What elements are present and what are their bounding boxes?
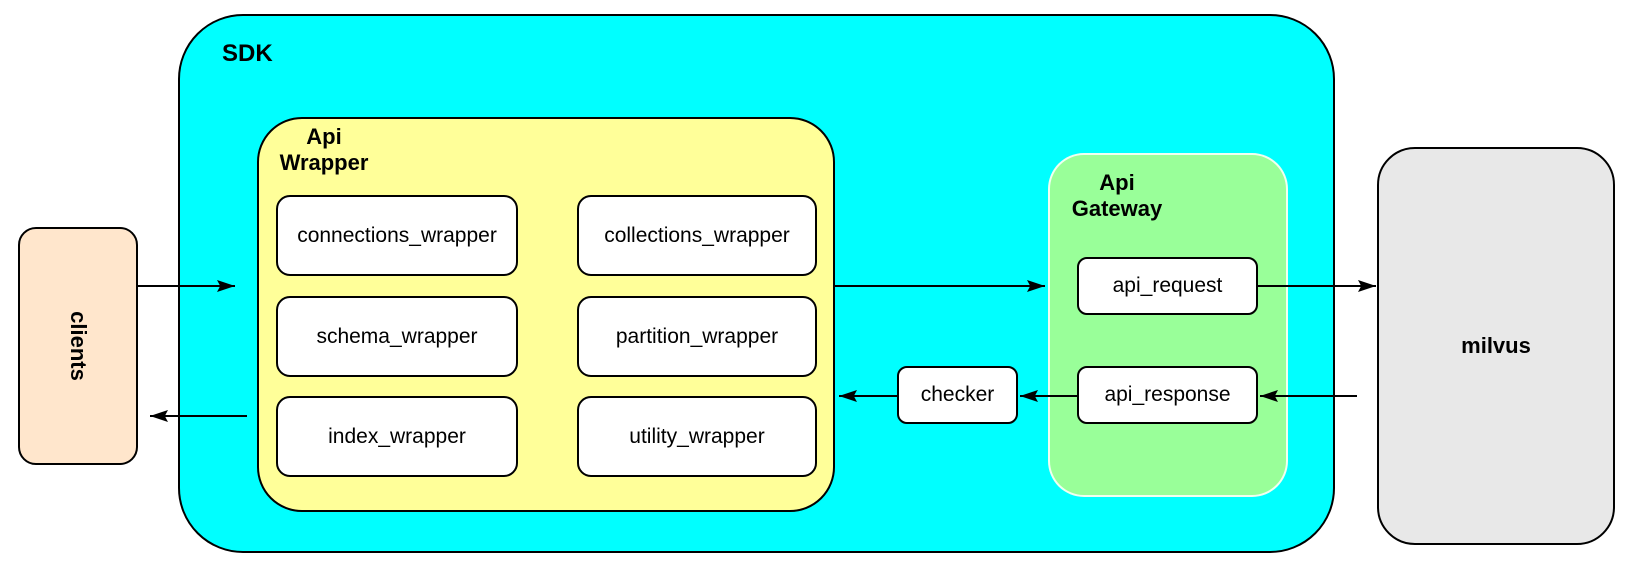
node-collections-wrapper: collections_wrapper	[577, 195, 817, 276]
node-index-wrapper: index_wrapper	[276, 396, 518, 477]
node-checker: checker	[897, 366, 1018, 424]
node-api-gateway: Api Gateway	[1048, 153, 1288, 497]
node-clients: clients	[18, 227, 138, 465]
sdk-label: SDK	[222, 40, 273, 67]
node-milvus: milvus	[1377, 147, 1615, 545]
api-wrapper-label: Api Wrapper	[279, 124, 369, 175]
node-partition-wrapper: partition_wrapper	[577, 296, 817, 377]
node-api-response: api_response	[1077, 366, 1258, 424]
node-utility-wrapper: utility_wrapper	[577, 396, 817, 477]
node-schema-wrapper: schema_wrapper	[276, 296, 518, 377]
node-connections-wrapper: connections_wrapper	[276, 195, 518, 276]
clients-label: clients	[65, 311, 91, 381]
api-gateway-label: Api Gateway	[1071, 170, 1163, 221]
node-api-request: api_request	[1077, 257, 1258, 315]
